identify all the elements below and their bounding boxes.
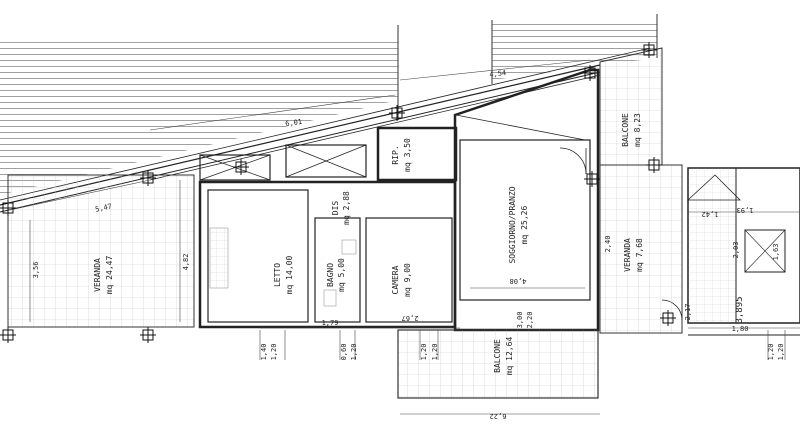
dim-454: 4,54: [489, 69, 507, 79]
dim-300: 3,00: [516, 312, 524, 329]
veranda-left-name: VERANDA: [93, 258, 102, 292]
dim-120a: 1,20: [270, 344, 278, 361]
letto-area: mq 14,00: [285, 256, 294, 295]
dim-240: 2,40: [604, 236, 612, 253]
soggiorno-name: SOGGIORNO/PRANZO: [508, 186, 517, 263]
balcone-bottom-name: BALCONE: [493, 339, 502, 373]
letto-name: LETTO: [273, 263, 282, 287]
balcone-top-area: mq 8,23: [633, 113, 642, 147]
dis-name: DIS: [331, 201, 340, 216]
bagno-area: mq 5,00: [337, 258, 346, 292]
veranda-right-name: VERANDA: [623, 238, 632, 272]
pillars: [0, 42, 676, 343]
dim-622: 6,22: [490, 412, 507, 420]
dim-217: 2,17: [684, 304, 692, 321]
dim-120e: 1,20: [767, 344, 775, 361]
bagno-name: BAGNO: [326, 263, 335, 287]
roof-hatching: [0, 14, 658, 195]
soggiorno-room: [453, 68, 600, 332]
dimension-lines: [9, 59, 800, 415]
balcone-bottom: [397, 329, 599, 399]
veranda-right-area: mq 7,68: [635, 238, 644, 272]
dim-547: 5,47: [95, 202, 113, 213]
veranda-left: [7, 174, 195, 328]
dim-408: 4,08: [510, 277, 527, 285]
balcone-bottom-area: mq 12,64: [505, 337, 514, 376]
dim-179: 1,79: [322, 319, 339, 327]
dim-140: 1,40: [260, 344, 268, 361]
camera-name: CAMERA: [391, 265, 400, 294]
dim-482: 4,82: [182, 254, 190, 271]
camera-area: mq 9,00: [403, 263, 412, 297]
dim-180: 1,80: [732, 325, 749, 333]
dim-220: 2,20: [526, 312, 534, 329]
dis-area: mq 2,88: [342, 191, 351, 225]
dim-267: 2,67: [402, 314, 419, 322]
stairwell: [686, 167, 800, 336]
dim-120f: 1,20: [777, 344, 785, 361]
rip-name: RIP.: [391, 145, 400, 164]
dim-3895: 3,895: [735, 296, 745, 323]
room-labels: VERANDA mq 24,47 LETTO mq 14,00 BAGNO mq…: [93, 113, 644, 375]
dim-120c: 1,20: [420, 344, 428, 361]
dim-060: 0,60: [340, 344, 348, 361]
rip-area: mq 3,50: [403, 138, 412, 172]
dim-203: 2,03: [732, 242, 740, 259]
rooms-block: [198, 180, 457, 329]
balcone-top-name: BALCONE: [621, 113, 630, 147]
dim-142: 1,42: [702, 210, 719, 218]
soggiorno-area: mq 25,26: [520, 206, 529, 245]
dim-163: 1,63: [772, 244, 780, 261]
dim-193: 1,93: [737, 206, 754, 214]
dimension-labels: 4,54 6,01 5,47 3,56 4,82 4,08 1,79 2,67 …: [32, 69, 785, 420]
dim-356: 3,56: [32, 262, 40, 279]
veranda-right: [599, 164, 683, 334]
veranda-left-area: mq 24,47: [105, 256, 114, 295]
balcone-top: [599, 47, 663, 166]
dim-601: 6,01: [285, 118, 303, 128]
dim-120b: 1,20: [350, 344, 358, 361]
dim-120d: 1,20: [431, 344, 439, 361]
